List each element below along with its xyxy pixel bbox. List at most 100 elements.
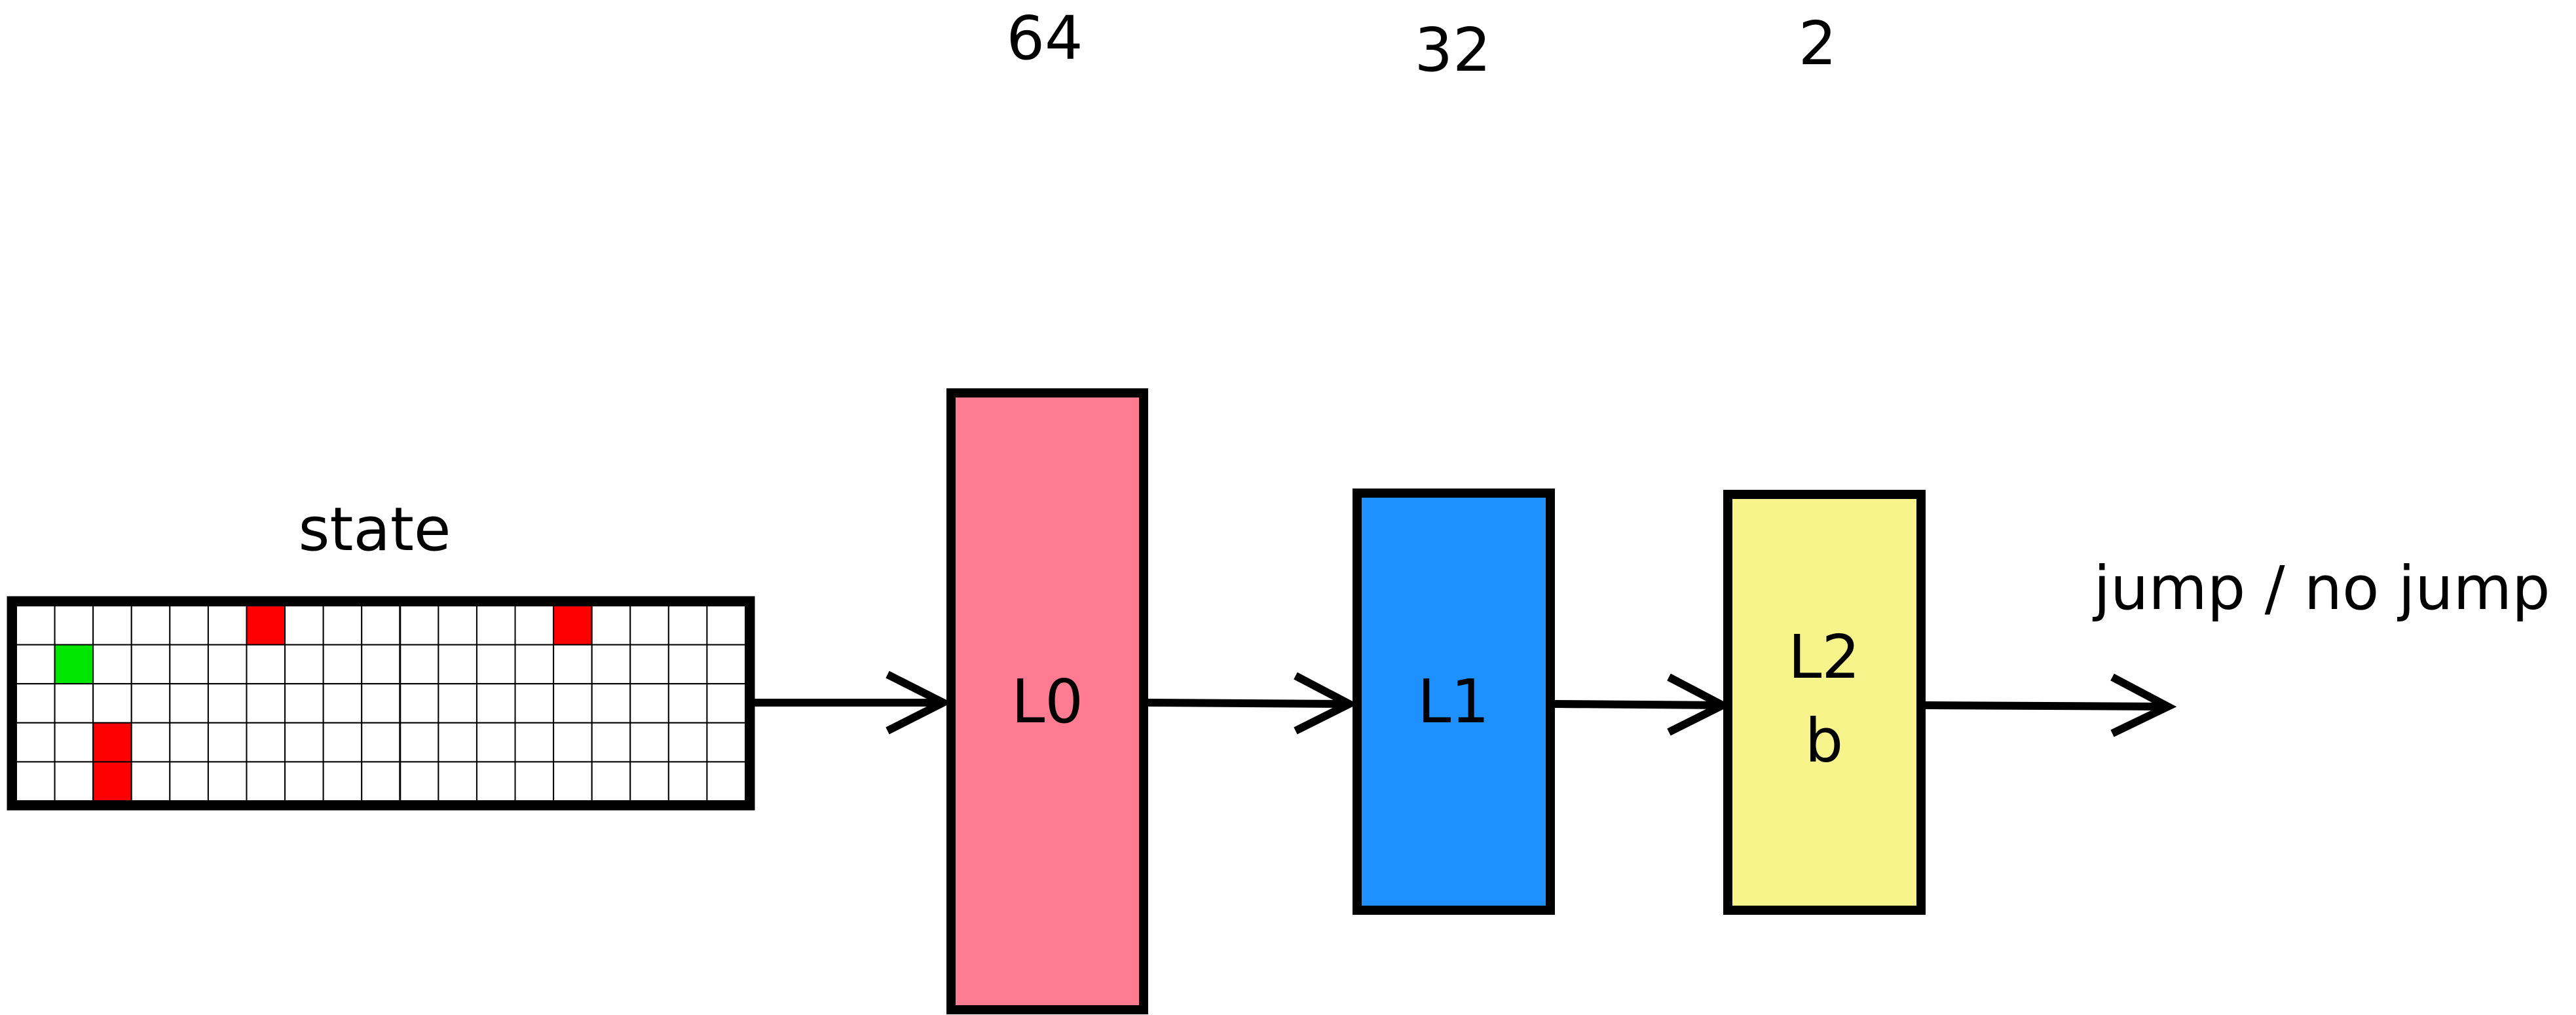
arrow-l1-to-l2: [1554, 673, 1732, 736]
state-grid-cell: [514, 683, 555, 724]
state-grid-cell: [706, 605, 746, 646]
layer-2-sublabel: b: [1805, 706, 1843, 776]
layer-0-size: 64: [1006, 3, 1083, 73]
state-grid-cell: [591, 683, 631, 724]
state-grid-cell: [399, 761, 439, 802]
state-grid-cell: [591, 605, 631, 646]
state-grid-cell: [169, 722, 209, 763]
state-grid-cell: [667, 644, 708, 685]
state-grid-cell: [591, 761, 631, 802]
state-grid-cell: [361, 605, 401, 646]
state-grid-cell: [629, 722, 669, 763]
state-grid-cell: [92, 761, 132, 802]
state-grid-border: [7, 596, 755, 811]
state-grid-cell: [130, 761, 171, 802]
output-label: jump / no jump: [2092, 553, 2550, 623]
layer-2-box: [1723, 490, 1926, 915]
state-grid-cell: [207, 761, 248, 802]
state-grid-cell: [706, 644, 746, 685]
state-grid-cell: [322, 605, 363, 646]
state-grid-cell: [591, 722, 631, 763]
state-grid-cell: [399, 722, 439, 763]
state-grid-cell: [16, 683, 56, 724]
state-grid-cell: [322, 683, 363, 724]
state-grid-cell: [169, 761, 209, 802]
state-grid-cell: [476, 605, 516, 646]
state-grid-cell: [54, 722, 94, 763]
state-grid-cell: [246, 605, 286, 646]
state-grid-cell: [667, 683, 708, 724]
state-grid-cell: [514, 761, 555, 802]
state-grid-cell: [591, 644, 631, 685]
state-grid-cell: [476, 683, 516, 724]
state-grid-cell: [92, 644, 132, 685]
arrow-l0-to-l1: [1148, 672, 1358, 735]
state-grid-cell: [130, 605, 171, 646]
arrow-output: [1925, 673, 2177, 737]
state-grid-cell: [553, 722, 593, 763]
state-grid-cell: [361, 644, 401, 685]
state-grid-cell: [16, 605, 56, 646]
state-grid-cell: [476, 644, 516, 685]
state-grid-cell: [16, 722, 56, 763]
state-grid-cell: [476, 761, 516, 802]
state-grid-cell: [284, 722, 324, 763]
layer-2-size: 2: [1799, 9, 1837, 79]
state-grid-cell: [514, 644, 555, 685]
state-grid-cell: [54, 605, 94, 646]
state-grid-cell: [553, 644, 593, 685]
state-grid-cell: [130, 644, 171, 685]
state-grid-cell: [553, 761, 593, 802]
layer-1-label: L1: [1417, 667, 1489, 737]
state-grid-cell: [706, 761, 746, 802]
state-grid-cell: [92, 683, 132, 724]
layer-1-box: [1353, 489, 1555, 915]
state-grid-cell: [514, 605, 555, 646]
state-grid-cell: [399, 683, 439, 724]
layer-0-box: [946, 388, 1148, 1014]
state-grid-cell: [438, 722, 477, 763]
state-grid-cell: [207, 683, 248, 724]
state-grid-cell: [629, 761, 669, 802]
state-grid-cell: [92, 605, 132, 646]
state-grid-cell: [54, 644, 94, 685]
layer-2-label: L2: [1788, 622, 1860, 692]
state-grid-cell: [54, 683, 94, 724]
state-grid-cell: [322, 761, 363, 802]
state-grid-cell: [246, 644, 286, 685]
state-grid-cell: [438, 644, 477, 685]
state-grid-cell: [629, 644, 669, 685]
state-grid-cell: [16, 761, 56, 802]
state-grid-cell: [667, 761, 708, 802]
state-grid-cell: [629, 605, 669, 646]
state-grid-cell: [553, 683, 593, 724]
state-grid-cell: [322, 722, 363, 763]
state-grid-cell: [16, 644, 56, 685]
state-grid-cell: [476, 722, 516, 763]
state-grid-cell: [169, 683, 209, 724]
state-grid-cell: [92, 722, 132, 763]
layer-1-size: 32: [1414, 15, 1491, 85]
state-grid-cell: [246, 761, 286, 802]
state-grid-cell: [284, 605, 324, 646]
state-grid-cell: [284, 644, 324, 685]
state-grid-cell: [361, 761, 401, 802]
arrow-state-to-l0: [755, 671, 952, 735]
state-label: state: [298, 494, 451, 564]
state-grid-cell: [629, 683, 669, 724]
state-grid-cell: [438, 605, 477, 646]
state-grid-cell: [399, 605, 439, 646]
state-grid-cell: [207, 644, 248, 685]
state-grid-cell: [284, 683, 324, 724]
state-grid-cell: [361, 683, 401, 724]
state-grid-cell: [438, 761, 477, 802]
state-grid-cell: [130, 722, 171, 763]
state-grid-cell: [438, 683, 477, 724]
state-grid-cell: [169, 644, 209, 685]
state-grid-cell: [207, 722, 248, 763]
state-grid-cell: [284, 761, 324, 802]
state-grid-cell: [667, 722, 708, 763]
state-grid-cell: [361, 722, 401, 763]
state-grid-cell: [399, 644, 439, 685]
